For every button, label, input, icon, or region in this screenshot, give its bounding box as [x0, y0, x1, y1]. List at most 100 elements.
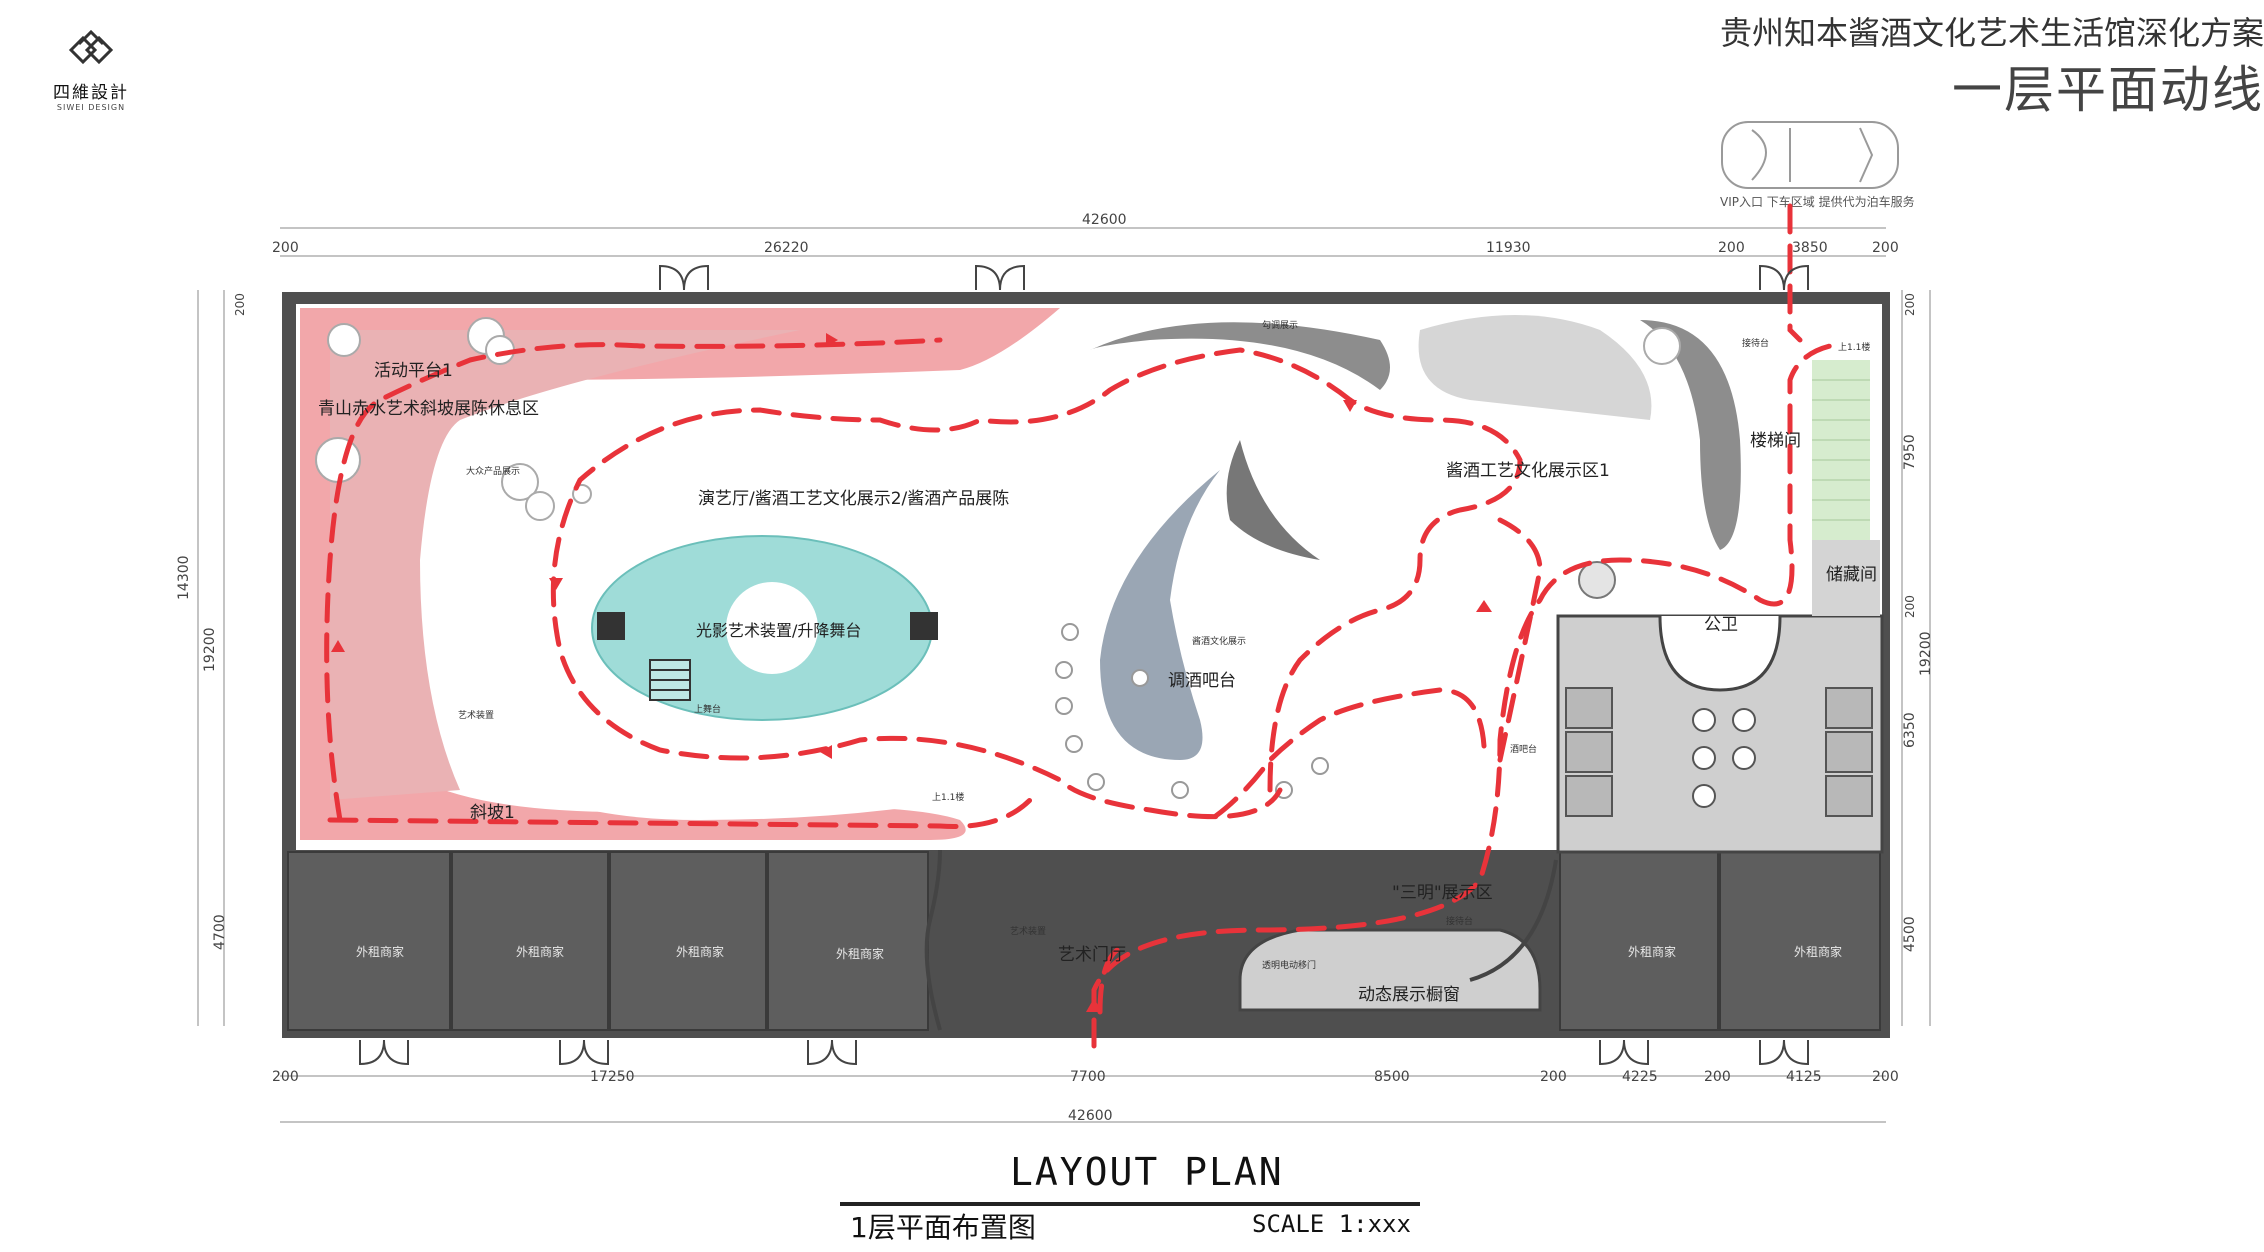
project-title: 贵州知本酱酒文化艺术生活馆深化方案 — [1719, 14, 2264, 52]
label-up-115: 上1.1楼 — [932, 791, 964, 803]
label-transparent-door: 透明电动移门 — [1262, 959, 1316, 971]
label-bar-note: 酱酒文化展示 — [1192, 635, 1246, 647]
label-shop-3: 外租商家 — [676, 944, 724, 959]
caption-rule — [840, 1202, 1420, 1206]
dim-left-b: 4700 — [212, 914, 228, 950]
label-up-stairs: 上1.1楼 — [1838, 341, 1870, 353]
dim-bottom-1: 17250 — [590, 1069, 635, 1085]
dim-top-4: 3850 — [1792, 240, 1828, 256]
dim-bottom-total: 42600 — [1068, 1108, 1113, 1124]
pink-slope-inner — [330, 330, 800, 800]
stairs-green — [1812, 360, 1870, 540]
circulation-route — [324, 203, 1843, 1049]
curved-wall-top — [1090, 322, 1390, 390]
toilet-sinks — [1692, 708, 1756, 808]
tree-icon — [1578, 561, 1616, 599]
vip-entry-label: VIP入口 下车区域 提供代为泊车服务 — [1720, 194, 1915, 209]
label-toilet: 公卫 — [1704, 615, 1738, 635]
label-shop-1: 外租商家 — [356, 944, 404, 959]
route-arrows — [331, 333, 1492, 1012]
pillar-right — [910, 612, 938, 640]
bar-curve-dark — [1226, 440, 1320, 560]
shop-row-left — [287, 851, 929, 1031]
stage-steps — [649, 659, 691, 701]
logo-subtitle: SIWEI DESIGN — [56, 103, 126, 112]
label-light-stage: 光影艺术装置/升降舞台 — [696, 621, 861, 640]
dim-top-1: 26220 — [764, 240, 809, 256]
logo-name: 四維設計 — [53, 83, 129, 103]
toilet-stalls — [1565, 687, 1873, 817]
caption-main: LAYOUT PLAN — [1010, 1150, 1284, 1194]
label-storage: 储藏间 — [1826, 565, 1877, 585]
caption-sub: 1层平面布置图 — [850, 1211, 1036, 1244]
dim-left-a: 14300 — [176, 555, 192, 600]
dim-top-3: 200 — [1718, 240, 1745, 256]
craft-curve-gray — [1418, 315, 1652, 420]
caption-scale: SCALE 1:xxx — [1252, 1210, 1411, 1238]
bar-curve — [1100, 470, 1220, 760]
dim-bottom-5: 4225 — [1622, 1069, 1658, 1085]
dimension-lines — [197, 227, 1931, 1123]
dim-top-5: 200 — [1872, 240, 1899, 256]
dim-right-outer: 19200 — [1918, 631, 1934, 676]
label-slope-rest-area: 青山赤水艺术斜坡展陈休息区 — [318, 399, 539, 419]
label-shop-2: 外租商家 — [516, 944, 564, 959]
inner-track — [457, 416, 1081, 820]
label-art-lobby: 艺术门厅 — [1058, 945, 1126, 965]
bar-stools — [1055, 623, 1329, 799]
dim-bottom-3: 8500 — [1374, 1069, 1410, 1085]
label-reception: 接待台 — [1742, 337, 1769, 349]
shop-row-right — [1559, 851, 1881, 1031]
door-swings-bottom — [359, 1039, 1809, 1066]
door-swings-top — [659, 264, 1809, 291]
label-shop-6: 外租商家 — [1794, 944, 1842, 959]
logo-mark-icon — [68, 29, 114, 65]
label-art-device: 艺术装置 — [458, 709, 494, 721]
label-shop-5: 外租商家 — [1628, 944, 1676, 959]
label-stage-up: 上舞台 — [694, 703, 721, 715]
lift-stage — [726, 582, 818, 674]
label-bar: 调酒吧台 — [1168, 671, 1236, 691]
toilet-arch — [1658, 615, 1782, 692]
dynamic-window-area — [1238, 928, 1542, 1012]
storage-room — [1812, 540, 1880, 616]
dim-right-4: 4500 — [1902, 916, 1918, 952]
label-dynamic-window: 动态展示橱窗 — [1358, 985, 1460, 1005]
label-slope: 斜坡1 — [470, 803, 515, 823]
label-bar-counter: 酒吧台 — [1510, 743, 1537, 755]
dim-right-0: 200 — [1903, 293, 1917, 316]
dim-top-2: 11930 — [1486, 240, 1531, 256]
dim-right-2: 200 — [1903, 595, 1917, 618]
car-icon — [1721, 121, 1899, 189]
sanming-wall — [1469, 859, 1558, 982]
label-stairs: 楼梯间 — [1750, 431, 1801, 451]
label-wall-display: 勾调展示 — [1262, 319, 1298, 331]
dim-right-1: 7950 — [1902, 434, 1918, 470]
lobby-wall — [924, 849, 942, 1031]
label-performance-hall: 演艺厅/酱酒工艺文化展示2/酱酒产品展陈 — [698, 489, 1009, 509]
curved-wall-right — [1640, 320, 1741, 550]
dim-top-total: 42600 — [1082, 212, 1127, 228]
label-sanming-zone: "三明"展示区 — [1392, 883, 1493, 903]
label-reception-2: 接待台 — [1446, 915, 1473, 927]
dim-top-0: 200 — [272, 240, 299, 256]
dim-left-outer: 19200 — [202, 627, 218, 672]
dim-left-small: 200 — [233, 293, 247, 316]
label-activity-platform: 活动平台1 — [374, 361, 453, 381]
dim-right-3: 6350 — [1902, 712, 1918, 748]
dim-bottom-7: 4125 — [1786, 1069, 1822, 1085]
label-craft-zone: 酱酒工艺文化展示区1 — [1446, 461, 1610, 481]
dim-bottom-2: 7700 — [1070, 1069, 1106, 1085]
firm-logo: 四維設計 SIWEI DESIGN — [36, 29, 146, 112]
page-title: 一层平面动线 — [1952, 61, 2264, 119]
label-mass-product: 大众产品展示 — [466, 465, 520, 477]
label-shop-4: 外租商家 — [836, 946, 884, 961]
dim-bottom-8: 200 — [1872, 1069, 1899, 1085]
pillar-left — [597, 612, 625, 640]
dim-bottom-6: 200 — [1704, 1069, 1731, 1085]
label-art-device-lobby: 艺术装置 — [1010, 925, 1046, 937]
dim-bottom-4: 200 — [1540, 1069, 1567, 1085]
stair-steps — [1812, 379, 1870, 521]
dim-bottom-0: 200 — [272, 1069, 299, 1085]
